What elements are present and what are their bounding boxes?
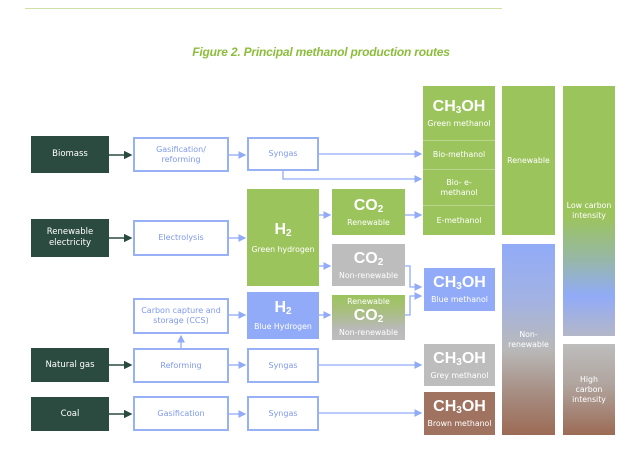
blue-methanol-label: Blue methanol	[431, 295, 488, 304]
co2-renewable-formula: CO2	[353, 196, 384, 215]
arrow-syngas-bioemethanol	[282, 171, 423, 183]
co2-nonrenewable: CO2 Non-renewable	[332, 244, 405, 286]
process-syngas-2-label: Syngas	[268, 360, 298, 370]
brown-methanol-formula: CH3OH	[433, 398, 486, 416]
band-renewable: Renewable	[502, 86, 555, 235]
source-renewable-electricity-label: Renewable electricity	[46, 227, 94, 248]
process-syngas-2: Syngas	[247, 348, 319, 383]
co2-renewable: CO2 Renewable	[332, 189, 405, 235]
grey-methanol: CH3OH Grey methanol	[424, 344, 495, 386]
process-reforming: Reforming	[133, 348, 229, 383]
co2-mixed: Renewable CO2 Non-renewable	[332, 295, 405, 340]
process-gasification-reforming-label: Gasification/ reforming	[156, 144, 206, 164]
co2-mixed-top-label: Renewable	[347, 297, 390, 306]
bio-methanol: Bio-methanol	[423, 140, 495, 169]
co2-mixed-formula: CO2	[353, 307, 384, 325]
process-gasification-reforming: Gasification/ reforming	[133, 137, 229, 172]
blue-h2-formula: H2	[274, 299, 292, 317]
co2-nonrenewable-label: Non-renewable	[339, 270, 398, 280]
brown-methanol: CH3OH Brown methanol	[424, 392, 495, 435]
process-syngas-1-label: Syngas	[268, 149, 298, 158]
process-reforming-label: Reforming	[160, 360, 202, 370]
co2-renewable-label: Renewable	[347, 217, 390, 227]
green-methanol-group: CH3OH Green methanol Bio-methanol Bio- e…	[423, 86, 495, 235]
band-non-renewable: Non- renewable	[502, 244, 555, 435]
arrow-co2nr-blue	[405, 265, 423, 291]
e-methanol: E-methanol	[423, 205, 495, 235]
blue-hydrogen-label: Blue Hydrogen	[254, 322, 312, 331]
process-syngas-1: Syngas	[247, 137, 319, 171]
process-ccs: Carbon capture and storage (CCS)	[133, 298, 229, 334]
process-syngas-3-label: Syngas	[268, 408, 298, 418]
process-syngas-3: Syngas	[247, 396, 319, 431]
process-electrolysis-label: Electrolysis	[158, 233, 204, 242]
process-gasification-label: Gasification	[157, 408, 205, 418]
green-hydrogen-label: Green hydrogen	[251, 244, 315, 254]
green-methanol-formula: CH3OH	[432, 97, 486, 116]
source-natural-gas: Natural gas	[31, 348, 109, 382]
co2-mixed-bottom-label: Non-renewable	[339, 328, 398, 337]
band-low-carbon: Low carbon intensity	[563, 86, 615, 336]
source-natural-gas-label: Natural gas	[45, 359, 95, 370]
arrow-co2mix-blue	[405, 292, 423, 316]
source-biomass: Biomass	[31, 136, 109, 173]
process-gasification: Gasification	[133, 396, 229, 431]
process-ccs-label: Carbon capture and storage (CCS)	[141, 306, 221, 325]
green-hydrogen: H2 Green hydrogen	[247, 189, 319, 286]
green-methanol-label: Green methanol	[427, 118, 491, 128]
source-biomass-label: Biomass	[52, 149, 88, 159]
source-renewable-electricity: Renewable electricity	[31, 219, 109, 257]
grey-methanol-formula: CH3OH	[433, 349, 486, 368]
blue-methanol: CH3OH Blue methanol	[424, 268, 495, 311]
source-coal: Coal	[31, 397, 109, 431]
blue-hydrogen: H2 Blue Hydrogen	[247, 292, 319, 339]
top-rule	[25, 8, 502, 9]
brown-methanol-label: Brown methanol	[427, 419, 492, 428]
band-high-carbon: High carbon intensity	[563, 344, 615, 435]
co2-nonrenewable-formula: CO2	[353, 249, 384, 268]
process-electrolysis: Electrolysis	[133, 220, 229, 256]
figure-title: Figure 2. Principal methanol production …	[192, 45, 450, 59]
source-coal-label: Coal	[60, 408, 80, 419]
green-h2-formula: H2	[274, 220, 292, 239]
bio-e-methanol: Bio- e-methanol	[423, 169, 495, 205]
green-methanol-header: CH3OH Green methanol	[423, 86, 495, 140]
blue-methanol-formula: CH3OH	[433, 274, 486, 292]
grey-methanol-label: Grey methanol	[430, 370, 489, 380]
